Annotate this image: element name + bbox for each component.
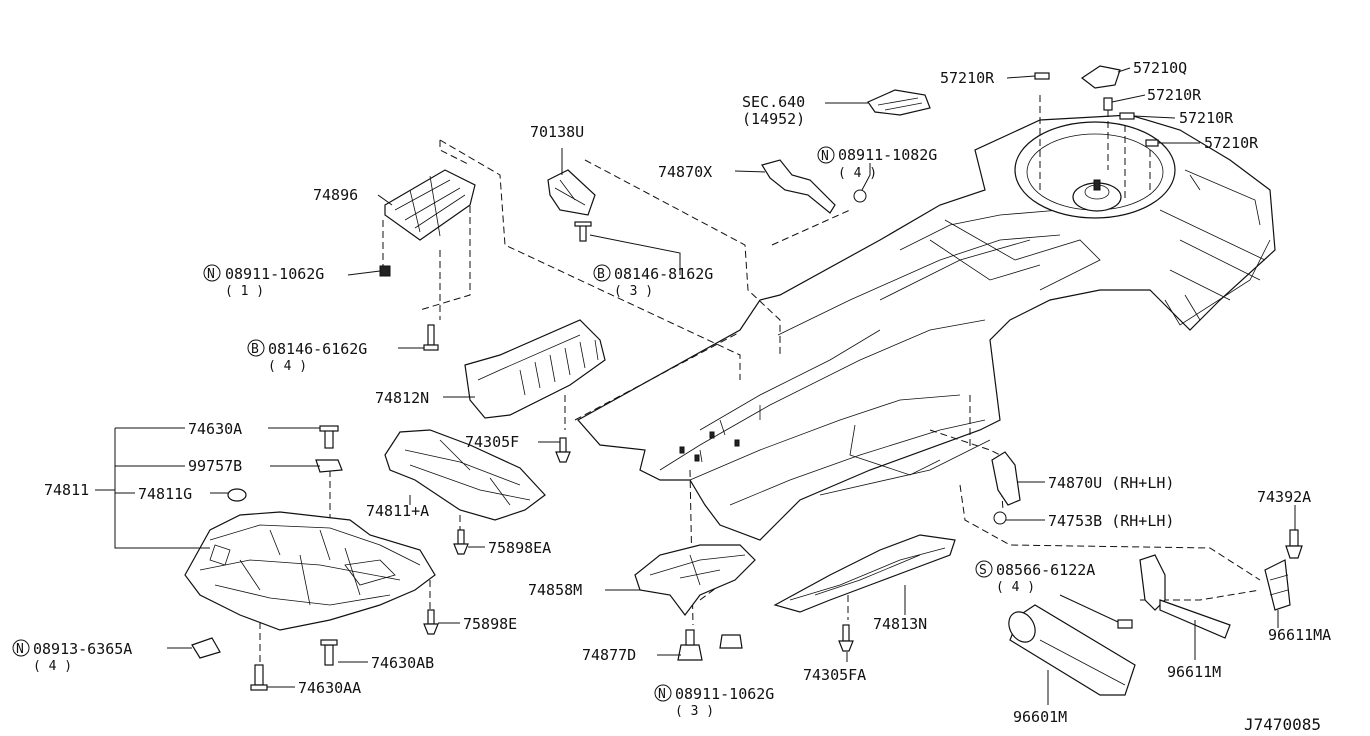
label-57210R-c: 57210R (1179, 109, 1234, 127)
part-96601M-cylinder (1008, 604, 1136, 696)
part-57210-clips (1034, 65, 1159, 147)
label-96611MA: 96611MA (1268, 626, 1331, 644)
label-08146-6162G-qty: ( 4 ) (268, 359, 307, 374)
label-08146-8162G: 08146-8162G (614, 265, 713, 283)
label-74753B: 74753B (RH+LH) (1048, 512, 1174, 530)
label-74811A: 74811+A (366, 502, 429, 520)
part-74812N-cover (464, 319, 606, 463)
label-08911-1062G-qty: ( 1 ) (225, 284, 264, 299)
screw-symbol-6122A (975, 560, 993, 578)
label-74870X: 74870X (658, 163, 712, 181)
label-99757B: 99757B (188, 457, 242, 475)
label-08566-6122A-qty: ( 4 ) (996, 580, 1035, 595)
part-74813N-cover (773, 534, 956, 652)
bolt-symbol-8162G (593, 264, 611, 282)
label-74870U: 74870U (RH+LH) (1048, 474, 1174, 492)
label-96601M: 96601M (1013, 708, 1067, 726)
label-74630A: 74630A (188, 420, 242, 438)
part-96611-brackets (1117, 529, 1303, 639)
label-74812N: 74812N (375, 389, 429, 407)
nut-symbol-bottom (654, 684, 672, 702)
label-74630AA: 74630AA (298, 679, 361, 697)
label-08911-1062G: 08911-1062G (225, 265, 324, 283)
part-70138U-bracket (547, 169, 596, 242)
label-08146-8162G-qty: ( 3 ) (614, 284, 653, 299)
label-57210R-a: 57210R (940, 69, 995, 87)
part-74870U-bracket (991, 451, 1021, 525)
label-74877D: 74877D (582, 646, 636, 664)
screw-symbol-6122A-letter: S (979, 563, 987, 578)
label-08911-1062G-bottom-qty: ( 3 ) (675, 704, 714, 719)
label-sec640-ref: (14952) (742, 110, 805, 128)
nut-symbol-top-letter: N (821, 149, 829, 164)
label-70138U: 70138U (530, 123, 584, 141)
label-74305F: 74305F (465, 433, 519, 451)
part-74858M-cover (634, 544, 756, 661)
part-labels: 57210R 57210Q 57210R 57210R 57210R SEC.6… (33, 59, 1331, 734)
part-sec640-bracket (867, 89, 931, 116)
label-96611M: 96611M (1167, 663, 1221, 681)
label-74392A: 74392A (1257, 488, 1311, 506)
label-08911-1062G-bottom: 08911-1062G (675, 685, 774, 703)
nut-symbol-6365A (12, 639, 30, 657)
diagram-code: J7470085 (1244, 715, 1321, 734)
label-57210R-d: 57210R (1204, 134, 1259, 152)
bolt-symbol-8162G-letter: B (597, 267, 605, 282)
label-74858M: 74858M (528, 581, 582, 599)
label-74811G: 74811G (138, 485, 192, 503)
part-74896-bracket (379, 169, 476, 351)
label-74813N: 74813N (873, 615, 927, 633)
part-74811A-cover (384, 429, 546, 555)
part-74870X-bracket (761, 159, 867, 214)
label-74630AB: 74630AB (371, 654, 434, 672)
label-sec640: SEC.640 (742, 93, 805, 111)
bolt-symbol-6162G-letter: B (251, 342, 259, 357)
label-57210Q: 57210Q (1133, 59, 1187, 77)
label-75898EA: 75898EA (488, 539, 551, 557)
label-08146-6162G: 08146-6162G (268, 340, 367, 358)
floor-pan (577, 114, 1276, 541)
nut-symbol-1062G-letter: N (207, 267, 215, 282)
prefix-symbols: N N B B N N S (12, 146, 993, 702)
nut-symbol-6365A-letter: N (16, 642, 24, 657)
label-57210R-b: 57210R (1147, 86, 1202, 104)
label-08913-6365A-qty: ( 4 ) (33, 659, 72, 674)
label-74305FA: 74305FA (803, 666, 866, 684)
part-74811-undercover (184, 425, 439, 691)
label-08566-6122A: 08566-6122A (996, 561, 1095, 579)
nut-symbol-top (817, 146, 835, 164)
label-leaders (95, 67, 1296, 705)
bolt-symbol-6162G (247, 339, 265, 357)
label-08911-1082G-top-qty: ( 4 ) (838, 166, 877, 181)
label-74896: 74896 (313, 186, 358, 204)
nut-symbol-bottom-letter: N (658, 687, 666, 702)
label-08913-6365A: 08913-6365A (33, 640, 132, 658)
label-75898E: 75898E (463, 615, 517, 633)
label-08911-1082G-top: 08911-1082G (838, 146, 937, 164)
nut-symbol-1062G (203, 264, 221, 282)
label-74811: 74811 (44, 481, 89, 499)
